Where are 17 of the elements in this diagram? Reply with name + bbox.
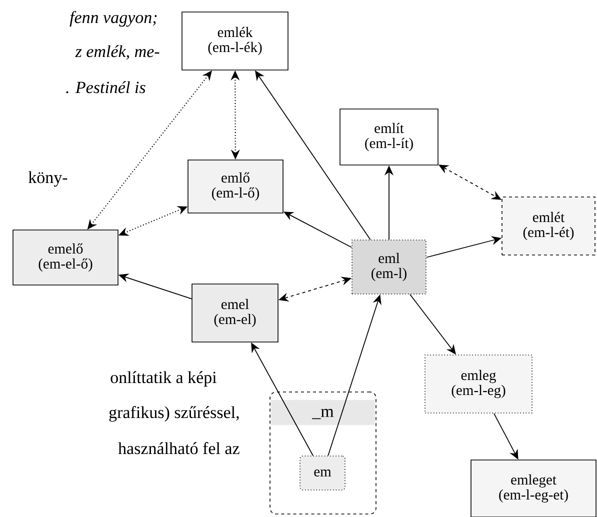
text-fragment: használható fel az [118, 442, 240, 454]
word-box: említ (em-l-ít) [340, 108, 438, 166]
word-box: emlét (em-l-ét) [502, 196, 596, 256]
word-box: emlék (em-l-ék) [182, 12, 288, 70]
word-box: emel (em-el) [192, 284, 278, 342]
word-box: emlő (em-l-ő) [188, 160, 284, 214]
word-box: eml (em-l) [352, 240, 426, 294]
word-box: emelő (em-el-ő) [12, 230, 118, 286]
text-fragment: grafikus) szűréssel, [109, 406, 239, 422]
word-box: emleg (em-l-eg) [424, 354, 532, 414]
text-fragment: fenn vagyon; [70, 11, 157, 27]
word-box: em [300, 456, 346, 490]
text-fragment: . Pestinél is [66, 81, 146, 94]
text-fragment: onlíttatik a képi [110, 371, 216, 387]
word-box: emleget (em-l-eg-et) [470, 460, 596, 517]
text-fragment: köny- [28, 171, 68, 187]
text-fragment: z emlék, me- [75, 45, 160, 60]
